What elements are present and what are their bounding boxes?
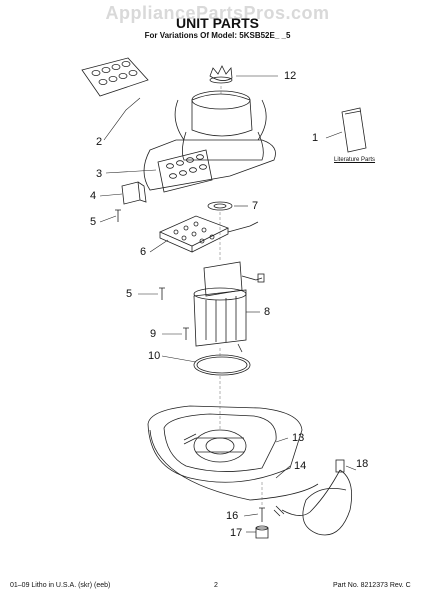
leader-4 — [99, 193, 123, 197]
literature-parts-label: Literature Parts — [334, 157, 376, 163]
base-housing — [147, 405, 319, 501]
leader-18 — [345, 465, 357, 471]
footer-page-number: 2 — [214, 582, 218, 589]
motor — [193, 261, 265, 353]
callout-18: 18 — [356, 458, 369, 470]
leader-10 — [161, 355, 197, 363]
motor-screw — [183, 327, 189, 340]
screw-lower — [159, 287, 165, 300]
page-subtitle: For Variations Of Model: 5KSB52E_ _5 — [144, 31, 291, 40]
rubber-foot — [255, 525, 269, 539]
callout-12: 12 — [284, 70, 297, 82]
callout-5-upper: 5 — [90, 216, 97, 228]
footer-litho: 01–09 Litho in U.S.A. (skr) (eeb) — [10, 582, 111, 589]
o-ring — [193, 354, 251, 376]
footer-part-number: Part No. 8212373 Rev. C — [333, 582, 411, 589]
callout-9: 9 — [150, 328, 157, 340]
callout-17: 17 — [230, 527, 243, 539]
leader-13 — [275, 437, 289, 443]
callout-10: 10 — [148, 350, 161, 362]
keypad-overlay — [81, 57, 149, 97]
page-title: UNIT PARTS — [176, 15, 259, 31]
callout-13: 13 — [292, 432, 305, 444]
screw-upper — [115, 209, 121, 222]
seal-ring — [207, 201, 233, 211]
drive-coupler — [209, 65, 233, 84]
leader-14 — [275, 465, 291, 479]
callout-6: 6 — [140, 246, 147, 258]
leader-2 — [103, 97, 141, 141]
callout-3: 3 — [96, 168, 103, 180]
control-panel — [157, 149, 213, 193]
literature-booklet — [341, 107, 367, 153]
circuit-board — [159, 215, 259, 253]
callout-2: 2 — [96, 136, 103, 148]
callout-16: 16 — [226, 510, 239, 522]
leader-16 — [243, 513, 259, 517]
callout-7: 7 — [252, 200, 259, 212]
foot-screw — [259, 507, 265, 522]
top-housing — [143, 90, 276, 191]
callout-1: 1 — [312, 132, 319, 144]
callout-8: 8 — [264, 306, 271, 318]
watermark: AppliancePartsPros.com — [105, 3, 330, 23]
leader-5a — [99, 215, 117, 223]
leader-6 — [149, 239, 169, 253]
switch-module — [121, 181, 147, 205]
power-cord — [273, 459, 353, 536]
callout-4: 4 — [90, 190, 97, 202]
leader-3 — [105, 169, 157, 174]
callout-5-lower: 5 — [126, 288, 133, 300]
callout-14: 14 — [294, 460, 307, 472]
leader-1 — [325, 131, 343, 139]
